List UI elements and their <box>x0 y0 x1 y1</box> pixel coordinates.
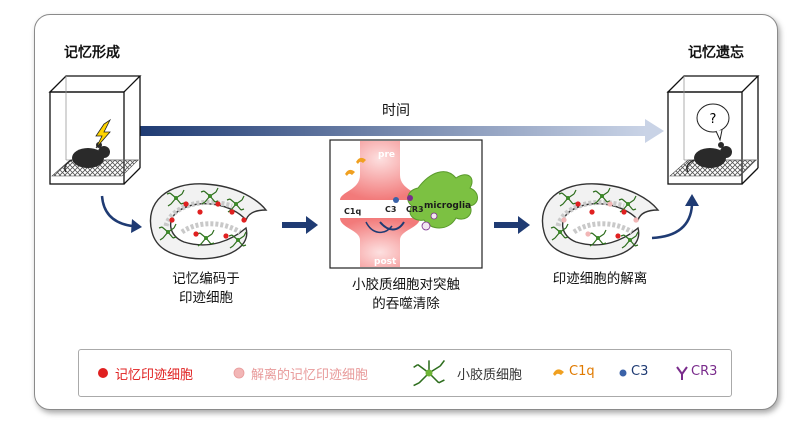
c1q-icon-2 <box>356 157 366 164</box>
microglia-icon <box>413 359 446 387</box>
curved-arrow-right <box>651 204 694 240</box>
time-label: 时间 <box>382 103 410 119</box>
c1q-legend-icon <box>553 369 564 376</box>
synapse-panel: pre post microglia C1q C3 CR3 <box>329 139 483 269</box>
cr3-legend-icon <box>676 366 688 380</box>
legend-cr3-label: CR3 <box>691 364 718 379</box>
thought-bubble-icon <box>696 103 730 133</box>
c1q-icon-1 <box>345 169 355 176</box>
legend-box: 记忆印迹细胞 解离的记忆印迹细胞 小胶质细胞 C1q C3 CR3 <box>78 349 732 397</box>
c3-label: C3 <box>385 205 396 214</box>
elimination-caption: 小胶质细胞对突触 的吞噬清除 <box>352 277 460 312</box>
legend-dissociated-label: 解离的记忆印迹细胞 <box>251 368 369 383</box>
dissociation-caption: 印迹细胞的解离 <box>552 271 648 287</box>
lightning-icon <box>95 118 112 149</box>
left-cage-illustration <box>48 75 142 185</box>
legend-c1q-label: C1q <box>569 364 595 379</box>
curved-arrow-left <box>100 195 133 228</box>
engram-cell-icon <box>98 368 108 378</box>
legend-microglia-label: 小胶质细胞 <box>457 368 523 383</box>
process-arrow-1 <box>282 216 318 234</box>
pre-label: pre <box>378 150 395 160</box>
legend-c3-label: C3 <box>631 364 649 379</box>
encoding-caption: 记忆编码于 印迹细胞 <box>172 271 240 306</box>
question-mark: ? <box>710 112 717 127</box>
time-arrow <box>140 119 664 143</box>
hippocampus-left <box>149 183 268 260</box>
c3-legend-icon <box>619 369 627 377</box>
dissociated-cell-icon <box>233 367 245 379</box>
right-cage-illustration: ? <box>666 75 760 185</box>
legend-engram-label: 记忆印迹细胞 <box>115 368 194 383</box>
post-label: post <box>374 257 397 267</box>
process-arrow-2 <box>494 216 530 234</box>
c1q-label: C1q <box>344 207 361 216</box>
hippocampus-right <box>541 183 660 260</box>
memory-forgetting-label: 记忆遗忘 <box>688 45 744 61</box>
cr3-label: CR3 <box>406 205 424 214</box>
memory-formation-label: 记忆形成 <box>64 45 120 61</box>
microglia-label: microglia <box>424 201 471 211</box>
